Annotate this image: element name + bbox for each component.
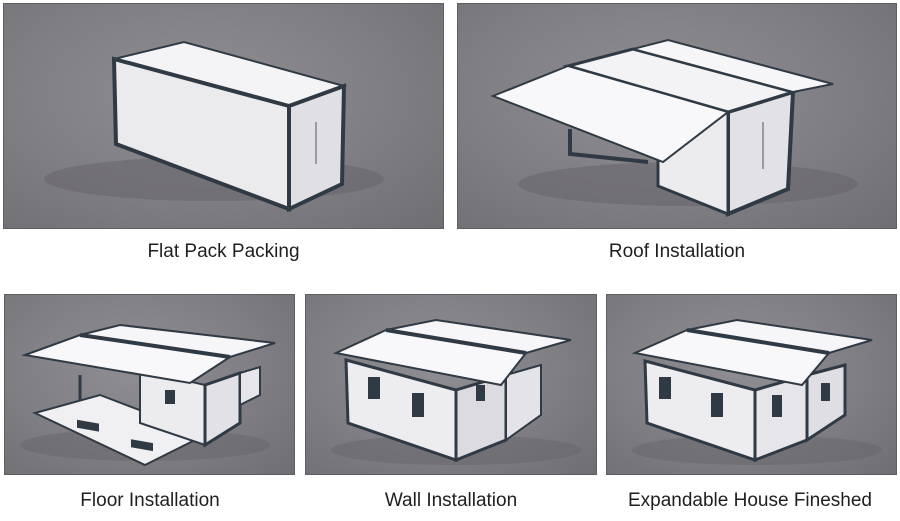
wall-installation-illustration	[331, 318, 581, 465]
flat-pack-image	[3, 3, 444, 229]
caption-finished: Expandable House Fineshed	[627, 490, 872, 511]
finished-house-illustration	[631, 318, 882, 465]
roof-installation-illustration	[490, 38, 858, 217]
caption-wall: Wall Installation	[384, 490, 518, 511]
wall-installation-image	[305, 294, 597, 475]
floor-installation-image	[4, 294, 295, 475]
caption-floor: Floor Installation	[80, 490, 220, 511]
caption-flat-pack: Flat Pack Packing	[147, 241, 300, 262]
floor-installation-illustration	[20, 323, 276, 467]
roof-installation-image	[457, 3, 897, 229]
flat-pack-container-illustration	[44, 40, 384, 213]
caption-roof: Roof Installation	[608, 241, 746, 262]
finished-house-image	[606, 294, 897, 475]
